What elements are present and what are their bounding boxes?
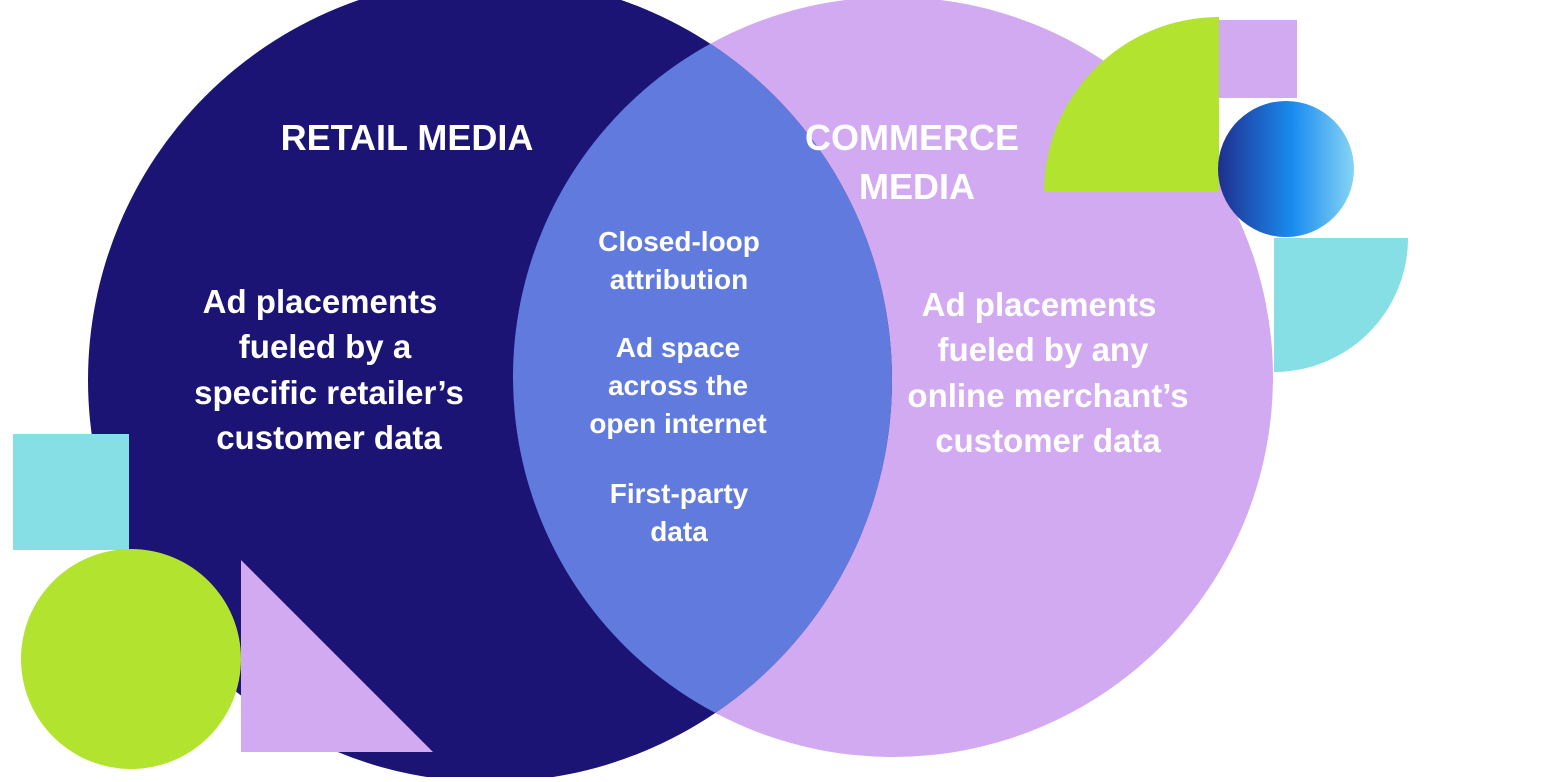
overlap-region [513, 0, 892, 757]
lime-circle-bottom-left [21, 549, 241, 769]
commerce-title-line: COMMERCE [805, 117, 1019, 158]
lavender-square-top-right [1219, 20, 1297, 98]
overlap-item-closed-loop: Closed-loop attribution [598, 226, 760, 295]
retail-media-title: RETAIL MEDIA [281, 117, 534, 158]
cyan-square-bottom-left [13, 434, 129, 550]
retail-description-line: Ad placements [203, 283, 438, 320]
overlap-line: Closed-loop [598, 226, 760, 257]
retail-description-line: specific retailer’s [194, 374, 464, 411]
commerce-media-title: COMMERCE MEDIA [805, 117, 1019, 207]
commerce-media-description: Ad placements fueled by any online merch… [907, 286, 1188, 459]
lime-quarter-circle-top-right [1044, 17, 1219, 192]
overlap-line: Ad space [616, 332, 741, 363]
overlap-line: data [650, 516, 708, 547]
overlap-item-ad-space: Ad space across the open internet [589, 332, 766, 439]
overlap-item-first-party: First-party data [610, 478, 749, 547]
cyan-quarter-circle-right [1274, 238, 1408, 372]
blue-gradient-circle [1218, 101, 1354, 237]
overlap-line: First-party [610, 478, 749, 509]
retail-description-line: customer data [216, 419, 442, 456]
retail-media-description: Ad placements fueled by a specific retai… [194, 283, 464, 456]
commerce-description-line: fueled by any [938, 331, 1150, 368]
overlap-line: across the [608, 370, 748, 401]
lavender-triangle-bottom [241, 560, 433, 752]
commerce-description-line: Ad placements [922, 286, 1157, 323]
overlap-line: attribution [610, 264, 748, 295]
commerce-description-line: customer data [935, 422, 1161, 459]
commerce-title-line: MEDIA [859, 166, 975, 207]
overlap-items: Closed-loop attribution Ad space across … [589, 226, 766, 547]
overlap-line: open internet [589, 408, 766, 439]
retail-description-line: fueled by a [239, 328, 412, 365]
commerce-description-line: online merchant’s [907, 377, 1188, 414]
